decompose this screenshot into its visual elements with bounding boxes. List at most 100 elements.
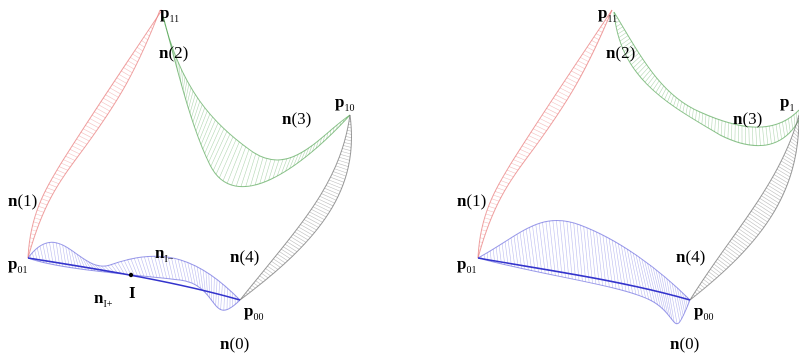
ribbon-hatch-line: [544, 112, 556, 118]
ribbon-hatch-line: [279, 252, 290, 259]
ribbon-hatch-line: [780, 164, 792, 171]
ribbon-hatch-line: [640, 67, 648, 76]
ribbon-hatch-line: [340, 154, 350, 157]
ribbon-hatch-line: [487, 210, 494, 212]
ribbon-hatch-line: [601, 27, 604, 29]
ribbon-hatch-line: [211, 131, 227, 166]
ribbon-hatch-line: [227, 288, 228, 309]
ribbon-hatch-line: [705, 115, 706, 126]
ribbon-hatch-line: [724, 122, 725, 137]
ribbon-hatch-line: [40, 203, 47, 205]
ribbon-hatch-line: [277, 254, 287, 261]
ribbon-hatch-line: [702, 113, 703, 124]
ribbon-hatch-line: [308, 214, 323, 222]
ribbon-hatch-line: [255, 157, 263, 185]
ribbon-hatch-line: [495, 191, 503, 194]
ribbon-hatch-line: [134, 258, 141, 276]
ribbon-hatch-line: [782, 122, 784, 137]
ribbon-hatch-line: [642, 70, 650, 79]
ribbon-hatch-line: [503, 177, 511, 180]
ribbon-hatch-line: [542, 115, 553, 121]
ribbon-hatch-line: [92, 115, 103, 121]
ribbon-hatch-line: [205, 123, 218, 154]
ribbon-hatch-line: [580, 225, 585, 282]
ribbon-hatch-line: [244, 295, 245, 296]
ribbon-hatch-line: [549, 221, 555, 276]
ribbon-hatch-line: [683, 104, 685, 113]
ribbon-hatch-line: [617, 27, 623, 31]
left-label-n4: n(4): [230, 247, 259, 266]
ribbon-hatch-line: [638, 65, 647, 74]
ribbon-hatch-line: [571, 71, 581, 76]
ribbon-hatch-line: [721, 254, 733, 263]
ribbon-hatch-line: [788, 119, 790, 132]
ribbon-hatch-line: [540, 119, 551, 125]
ribbon-hatch-line: [485, 218, 491, 220]
ribbon-hatch-line: [523, 231, 528, 270]
left-label-p00: p00: [244, 301, 263, 323]
ribbon-hatch-line: [72, 146, 82, 151]
ribbon-hatch-line: [252, 285, 256, 288]
left-label-n2: n(2): [159, 43, 188, 62]
ribbon-hatch-line: [151, 27, 153, 29]
ribbon-hatch-line: [193, 101, 200, 122]
ribbon-hatch-line: [536, 225, 542, 273]
ribbon-hatch-line: [542, 222, 548, 274]
ribbon-hatch-line: [142, 40, 147, 43]
ribbon-hatch-line: [293, 234, 306, 242]
ribbon-hatch-line: [31, 234, 35, 235]
ribbon-hatch-line: [108, 91, 119, 97]
ribbon-hatch-line: [335, 169, 347, 173]
ribbon-hatch-line: [130, 57, 137, 62]
ribbon-hatch-line: [223, 142, 239, 181]
ribbon-hatch-line: [686, 106, 688, 115]
ribbon-hatch-line: [794, 115, 795, 127]
ribbon-hatch-line: [291, 237, 304, 245]
ribbon-hatch-line: [598, 30, 602, 32]
ribbon-hatch-line: [577, 224, 582, 281]
ribbon-hatch-line: [135, 51, 141, 55]
ribbon-hatch-line: [182, 73, 183, 85]
ribbon-hatch-line: [518, 153, 528, 157]
ribbon-hatch-line: [791, 117, 792, 129]
ribbon-hatch-line: [570, 222, 575, 280]
ribbon-hatch-line: [114, 81, 124, 87]
ribbon-hatch-line: [112, 85, 122, 91]
ribbon-hatch-line: [81, 132, 92, 138]
ribbon-hatch-line: [659, 86, 664, 95]
ribbon-hatch-line: [224, 286, 225, 310]
ribbon-hatch-line: [344, 142, 351, 144]
ribbon-hatch-line: [667, 93, 671, 102]
ribbon-hatch-line: [759, 127, 760, 145]
ribbon-hatch-line: [316, 202, 331, 209]
ribbon-hatch-line: [603, 24, 606, 25]
ribbon-hatch-line: [124, 260, 131, 274]
ribbon-hatch-line: [209, 129, 224, 162]
ribbon-hatch-line: [250, 156, 259, 186]
right-label-n3: n(3): [733, 109, 762, 128]
ribbon-hatch-line: [144, 37, 148, 40]
ribbon-hatch-line: [341, 151, 350, 154]
ribbon-hatch-line: [144, 257, 150, 277]
ribbon-hatch-line: [346, 136, 352, 137]
ribbon-hatch-line: [725, 249, 738, 258]
ribbon-hatch-line: [546, 222, 552, 275]
ribbon-hatch-line: [483, 222, 489, 224]
ribbon-hatch-line: [505, 242, 508, 266]
ribbon-hatch-line: [793, 133, 798, 137]
ribbon-hatch-line: [345, 139, 351, 141]
ribbon-hatch-line: [323, 191, 338, 197]
ribbon-hatch-line: [664, 91, 668, 100]
ribbon-hatch-line: [777, 169, 790, 177]
ribbon-hatch-line: [32, 226, 37, 227]
ribbon-hatch-line: [508, 240, 511, 267]
ribbon-hatch-line: [326, 185, 340, 191]
left-gray-ribbon: [240, 115, 352, 300]
ribbon-hatch-line: [589, 44, 595, 47]
ribbon-hatch-line: [254, 283, 258, 286]
ribbon-hatch-line: [531, 132, 542, 137]
ribbon-edge: [162, 12, 350, 160]
ribbon-hatch-line: [337, 163, 348, 167]
ribbon-hatch-line: [299, 227, 313, 235]
ribbon-hatch-line: [51, 181, 59, 184]
